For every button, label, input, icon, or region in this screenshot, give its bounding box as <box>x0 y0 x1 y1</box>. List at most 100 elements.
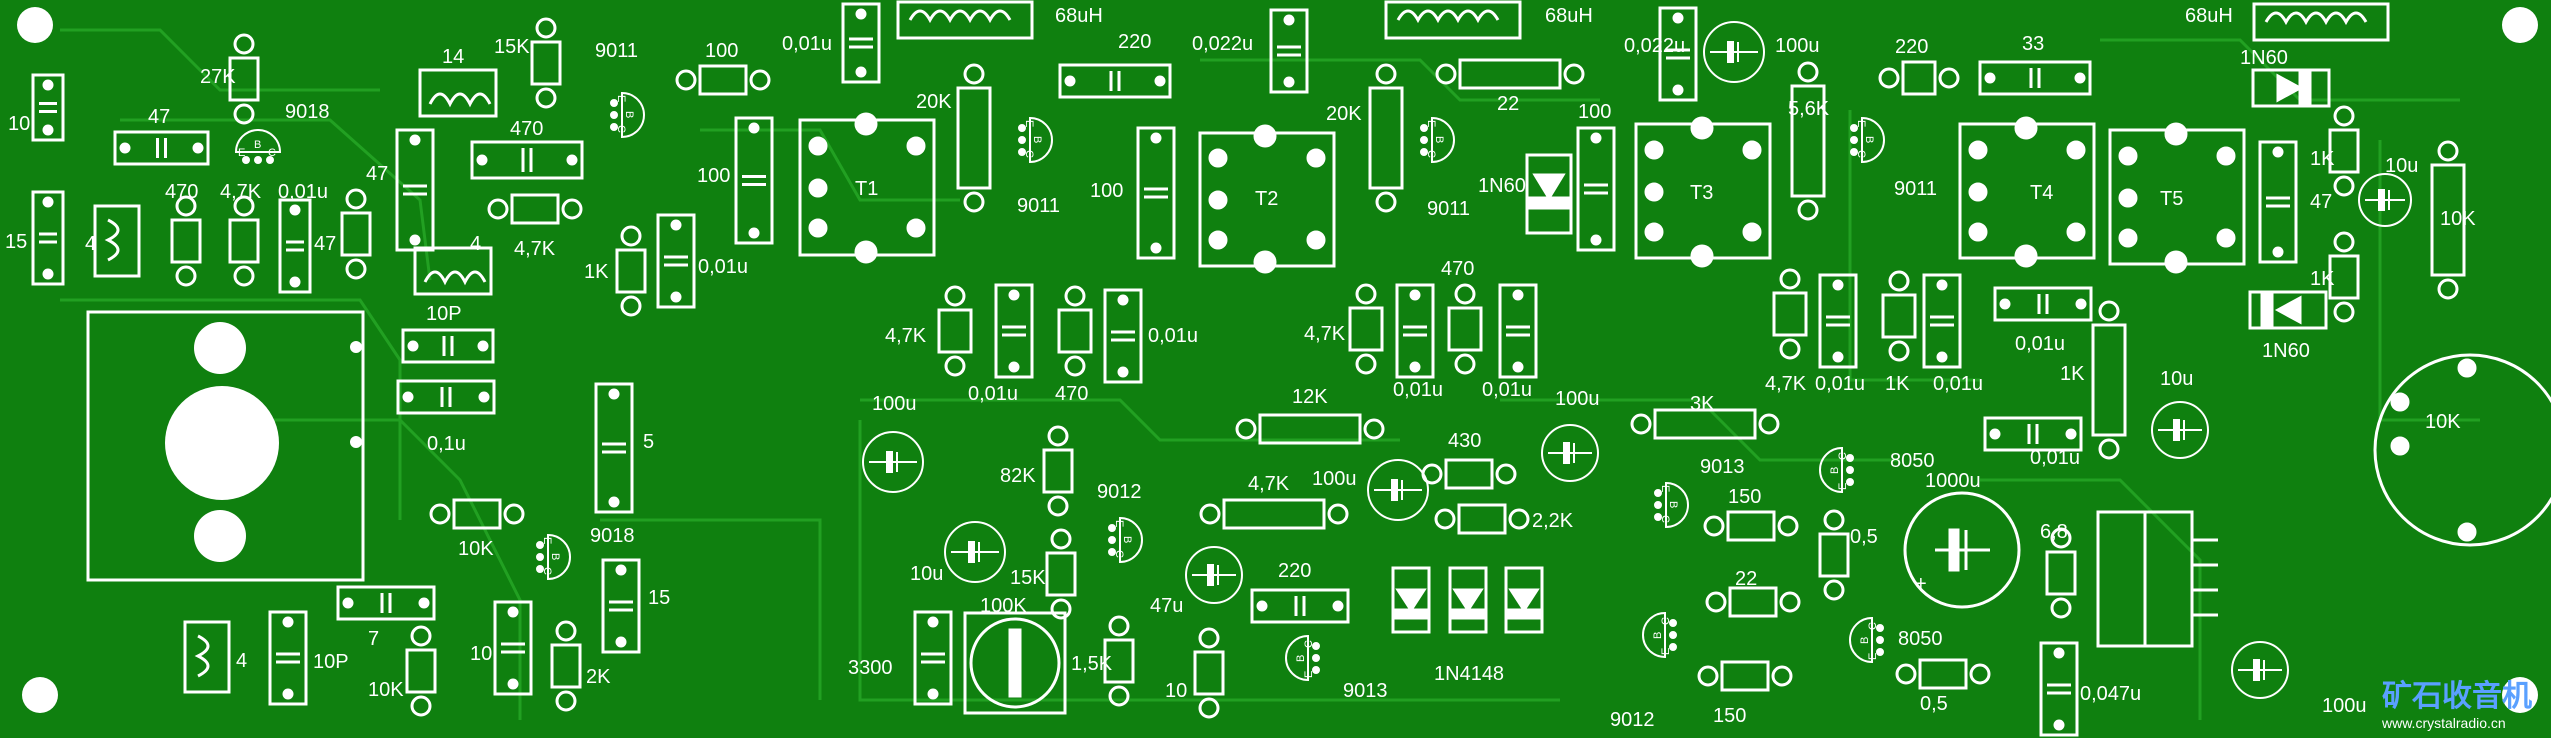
diode-label: 1N4148 <box>1434 663 1504 685</box>
resistor <box>487 193 583 225</box>
resistor <box>1705 586 1801 618</box>
resistor <box>1193 627 1225 719</box>
capacitor <box>1103 288 1143 384</box>
site-watermark: 矿石收音机 www.crystalradio.cn <box>2381 679 2532 731</box>
inductor-68uh-2 <box>1384 0 1522 40</box>
pin-label: E <box>1867 653 1879 660</box>
electrolytic-100u <box>1541 424 1599 482</box>
component-label: 4,7K <box>1248 473 1290 495</box>
capacitor <box>2258 140 2298 264</box>
pin-label: B <box>1667 501 1679 508</box>
pin-label: E <box>238 147 245 159</box>
component-label: 10u <box>2160 368 2193 390</box>
resistor <box>1895 658 1991 690</box>
pin-label: C <box>1303 640 1315 648</box>
component-label: 9011 <box>595 40 638 62</box>
component-label: 8050 <box>1890 450 1935 472</box>
component-label: 82K <box>1000 465 1036 487</box>
transistor-9012: EBC <box>1642 611 1677 659</box>
pin-label: B <box>1652 632 1664 639</box>
resistor <box>1235 413 1385 445</box>
component-label: 9013 <box>1343 680 1388 702</box>
component-label: 100 <box>697 165 730 187</box>
capacitor <box>1576 126 1616 252</box>
component-label: 0,022u <box>1624 35 1685 57</box>
potentiometer-100k <box>963 611 1067 715</box>
component-label: 10 <box>8 113 30 135</box>
capacitor <box>913 610 953 706</box>
component-label: 470 <box>165 181 198 203</box>
capacitor <box>1658 6 1698 102</box>
component-label: 1,5K <box>1071 653 1113 675</box>
mount-hole <box>22 677 58 713</box>
capacitor <box>1978 60 2092 96</box>
resistor <box>1818 509 1850 601</box>
resistor <box>1878 60 1960 96</box>
component-label: 4,7K <box>1765 373 1807 395</box>
diode-label: 1N60 <box>1478 175 1526 197</box>
capacitor <box>493 600 533 696</box>
transistor-9011: EBC <box>1420 116 1455 164</box>
pin-label: C <box>1113 550 1125 558</box>
pin-label: B <box>623 111 635 118</box>
capacitor <box>2039 641 2079 737</box>
resistor <box>2045 527 2077 619</box>
component-label: 0,047u <box>2080 683 2141 705</box>
component-label: 220 <box>1118 31 1151 53</box>
pin-label: E <box>1659 485 1671 492</box>
component-label: 220 <box>1895 36 1928 58</box>
component-label: 9018 <box>285 101 330 123</box>
component-label: 5 <box>643 431 654 453</box>
resistor <box>429 498 525 530</box>
component-label: 1K <box>584 261 609 283</box>
component-label: 10K <box>368 679 404 701</box>
component-label: 9011 <box>1894 178 1937 200</box>
component-label: 9011 <box>1017 195 1060 217</box>
component-label: 430 <box>1448 430 1481 452</box>
pin-label: C <box>268 147 276 159</box>
component-label: 470 <box>510 118 543 140</box>
component-label: 5,6K <box>1788 98 1830 120</box>
pin-label: C <box>1023 150 1035 158</box>
resistor <box>405 625 437 717</box>
resistor <box>1630 408 1780 440</box>
component-label: 9011 <box>1427 198 1470 220</box>
component-label: 3K <box>1690 393 1715 415</box>
resistor <box>2328 231 2360 323</box>
component-label: 0,01u <box>782 33 832 55</box>
component-label: 47 <box>366 163 388 185</box>
component-label: 15 <box>5 231 27 253</box>
component-label: 100u <box>2322 695 2367 717</box>
capacitor <box>1136 126 1176 260</box>
pin-label: E <box>1113 520 1125 527</box>
electrolytic-10u <box>2358 173 2412 227</box>
transistor-8050: EBC <box>1849 616 1884 664</box>
pin-label: E <box>615 95 627 102</box>
resistor <box>1703 510 1799 542</box>
transistor-8050: EBC <box>1819 446 1854 494</box>
component-label: 6,8 <box>2040 521 2068 543</box>
capacitor <box>1498 283 1538 379</box>
diode-1n60-top <box>2251 68 2331 108</box>
resistor <box>1057 285 1093 377</box>
component-label: 10 <box>470 643 492 665</box>
pin-label: E <box>541 537 553 544</box>
capacitor <box>994 283 1034 379</box>
resistor <box>228 195 260 287</box>
component-label: 2,2K <box>1532 510 1574 532</box>
resistor <box>1103 615 1135 707</box>
component-label: 100u <box>1775 35 1820 57</box>
component-label: 150 <box>1728 486 1761 508</box>
t5-label: T5 <box>2160 188 2183 210</box>
pin-label: C <box>1867 622 1879 630</box>
resistor <box>1368 63 1404 213</box>
transistor-9018: EBC <box>234 129 282 164</box>
component-label: 22 <box>1735 568 1757 590</box>
pin-label: B <box>1295 655 1307 662</box>
component-label: 0,01u <box>1393 379 1443 401</box>
capacitor <box>113 130 210 166</box>
resistor <box>956 63 992 213</box>
